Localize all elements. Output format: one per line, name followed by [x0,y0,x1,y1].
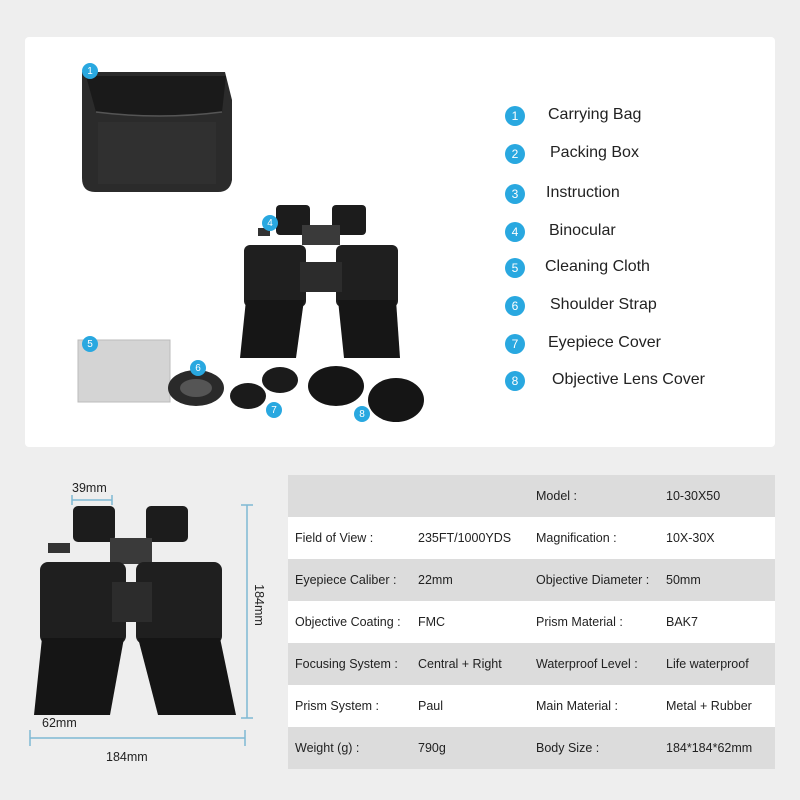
spec-value: FMC [418,615,446,629]
spec-value: 10X-30X [666,531,715,545]
spec-label: Magnification : [536,531,617,545]
spec-value: Paul [418,699,444,713]
spec-label: Focusing System : [295,657,398,671]
spec-value: Central + Right [418,657,502,671]
legend-number-badge: 8 [505,371,525,391]
spec-label: Model : [536,489,577,503]
spec-value: 22mm [418,573,453,587]
binocular-number-badge: 4 [262,215,278,231]
spec-value: Metal + Rubber [666,699,752,713]
legend-number-badge: 3 [505,184,525,204]
width-dimension-label: 184mm [106,750,148,764]
spec-label: Objective Diameter : [536,573,650,587]
bag-number-badge: 1 [82,63,98,79]
spec-label: Objective Coating : [295,615,401,629]
legend-label: Objective Lens Cover [552,371,705,388]
spec-row: Prism System : Paul Main Material : Meta… [288,685,775,727]
legend-number-badge: 7 [505,334,525,354]
spec-label: Field of View : [295,531,374,545]
legend-label: Eyepiece Cover [548,334,661,351]
legend-label: Carrying Bag [548,106,642,123]
shoulder-strap-image [168,370,224,406]
legend-label: Shoulder Strap [550,296,657,313]
legend-label: Instruction [546,184,620,201]
spec-value: Life waterproof [666,657,749,671]
legend-label: Binocular [549,222,616,239]
carrying-bag-image [82,72,232,192]
package-contents-illustration [77,72,424,422]
spec-row: Field of View : 235FT/1000YDS Magnificat… [288,517,775,559]
spec-value: 10-30X50 [666,489,721,503]
spec-row: Weight (g) : 790g Body Size : 184*184*62… [288,727,775,769]
objective-cover-number-badge: 8 [354,406,370,422]
spec-label: Body Size : [536,741,600,755]
strap-number-badge: 6 [190,360,206,376]
legend-label: Cleaning Cloth [545,258,650,275]
spec-row: Objective Coating : FMC Prism Material :… [288,601,775,643]
spec-label: Prism Material : [536,615,623,629]
spec-value: BAK7 [666,615,698,629]
objective-lens-cover-image [308,366,424,422]
eyepiece-dimension-label: 39mm [72,481,107,495]
objective-dimension-label: 62mm [42,716,77,730]
height-dimension-label: 184mm [251,584,266,626]
legend-number-badge: 1 [505,106,525,126]
spec-label: Eyepiece Caliber : [295,573,397,587]
spec-value: 235FT/1000YDS [418,531,512,545]
spec-value: 790g [418,741,446,755]
legend-number-badge: 5 [505,258,525,278]
binocular-image [240,205,400,358]
binocular-dimension-diagram [29,495,253,746]
spec-label: Weight (g) : [295,741,360,755]
cloth-number-badge: 5 [82,336,98,352]
legend-number-badge: 2 [505,144,525,164]
spec-value: 184*184*62mm [666,741,753,755]
eyepiece-cover-image [230,367,298,409]
legend-number-badge: 4 [505,222,525,242]
spec-row: Model : 10-30X50 [288,475,775,517]
spec-label: Prism System : [295,699,380,713]
spec-label: Waterproof Level : [536,657,638,671]
specification-table: Model : 10-30X50 Field of View : 235FT/1… [288,475,775,769]
spec-row: Eyepiece Caliber : 22mm Objective Diamet… [288,559,775,601]
legend-label: Packing Box [550,144,639,161]
spec-label: Main Material : [536,699,618,713]
legend-number-badge: 6 [505,296,525,316]
spec-row: Focusing System : Central + Right Waterp… [288,643,775,685]
eyepiece-cover-number-badge: 7 [266,402,282,418]
spec-value: 50mm [666,573,701,587]
